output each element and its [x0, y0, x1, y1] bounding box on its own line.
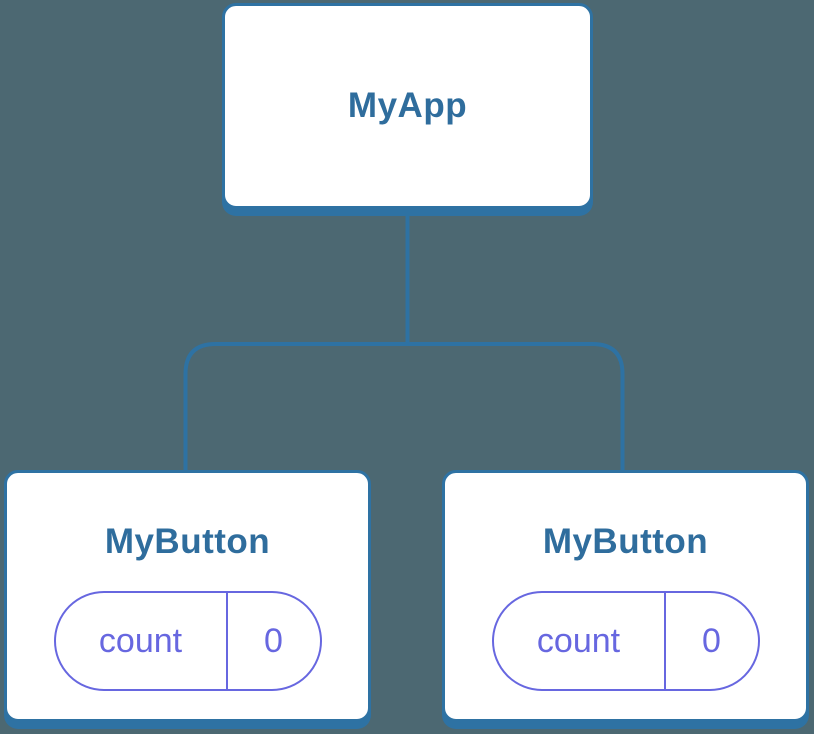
- component-node-mybutton-2: MyButton count 0: [442, 470, 809, 722]
- state-value: 0: [702, 621, 721, 660]
- state-key-label: count: [494, 593, 666, 689]
- state-key-label: count: [56, 593, 228, 689]
- component-node-mybutton-1: MyButton count 0: [4, 470, 371, 722]
- children-bracket-line: [183, 342, 625, 472]
- state-pill: count 0: [53, 591, 322, 691]
- component-node-myapp: MyApp: [222, 3, 593, 209]
- state-value: 0: [264, 621, 283, 660]
- component-name-label: MyApp: [347, 86, 468, 125]
- state-pill: count 0: [491, 591, 760, 691]
- component-name-label: MyButton: [104, 522, 271, 561]
- component-name-label: MyButton: [542, 522, 709, 561]
